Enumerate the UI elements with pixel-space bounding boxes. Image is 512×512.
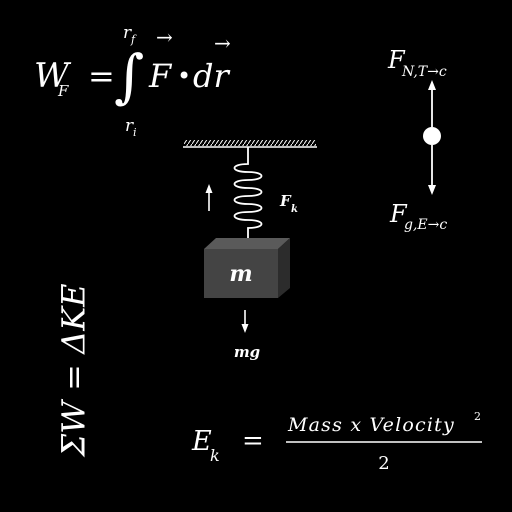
upper-limit-subscript: f xyxy=(130,33,137,46)
weight-label: mg xyxy=(234,343,260,361)
work-subscript: F xyxy=(57,82,69,100)
kinetic-energy-formula: E k = Mass x Velocity 2 2 xyxy=(191,410,482,474)
free-body-diagram: F N,T→c F g,E→c xyxy=(387,46,447,233)
spring-force-label: F xyxy=(279,192,292,210)
kinetic-energy-symbol: E xyxy=(191,426,212,457)
lower-limit: r xyxy=(125,116,134,136)
kinetic-energy-equals: = xyxy=(242,426,264,456)
force-vector-arrow: → xyxy=(156,25,173,49)
spring-mass-system: F k m mg xyxy=(183,140,317,361)
mass-label: m xyxy=(229,261,252,287)
particle-dot-icon xyxy=(423,127,441,145)
ceiling-icon xyxy=(183,140,317,148)
normal-force-label: F xyxy=(387,46,406,74)
integral-sign: ∫ xyxy=(114,42,144,110)
velocity-exponent: 2 xyxy=(474,410,481,423)
work-energy-theorem: ΣW = ΔKE xyxy=(55,283,93,457)
work-integral-formula: W F = ∫ r f r i → F • → dr xyxy=(34,23,231,139)
lower-limit-subscript: i xyxy=(133,126,137,139)
spring-icon xyxy=(233,147,263,238)
normal-force-subscript: N,T→c xyxy=(401,64,447,80)
upper-limit: r xyxy=(123,23,132,43)
mass-block-icon xyxy=(204,238,290,298)
gravity-force-label: F xyxy=(389,200,408,228)
up-arrow-icon xyxy=(428,80,436,127)
dot-product: • xyxy=(177,62,191,90)
work-symbol: W xyxy=(34,56,72,96)
gravity-force-subscript: g,E→c xyxy=(404,217,447,233)
work-equals: = xyxy=(88,57,115,95)
kinetic-energy-denominator: 2 xyxy=(378,453,389,474)
kinetic-energy-subscript: k xyxy=(210,446,220,465)
spring-force-subscript: k xyxy=(291,204,298,215)
up-arrow-icon xyxy=(205,184,213,211)
down-arrow-icon xyxy=(428,145,436,195)
displacement-differential: dr xyxy=(193,57,230,95)
kinetic-energy-numerator: Mass x Velocity xyxy=(287,414,455,436)
displacement-vector-arrow: → xyxy=(214,31,231,55)
force-vector: F xyxy=(148,57,173,95)
down-arrow-icon xyxy=(241,310,249,333)
